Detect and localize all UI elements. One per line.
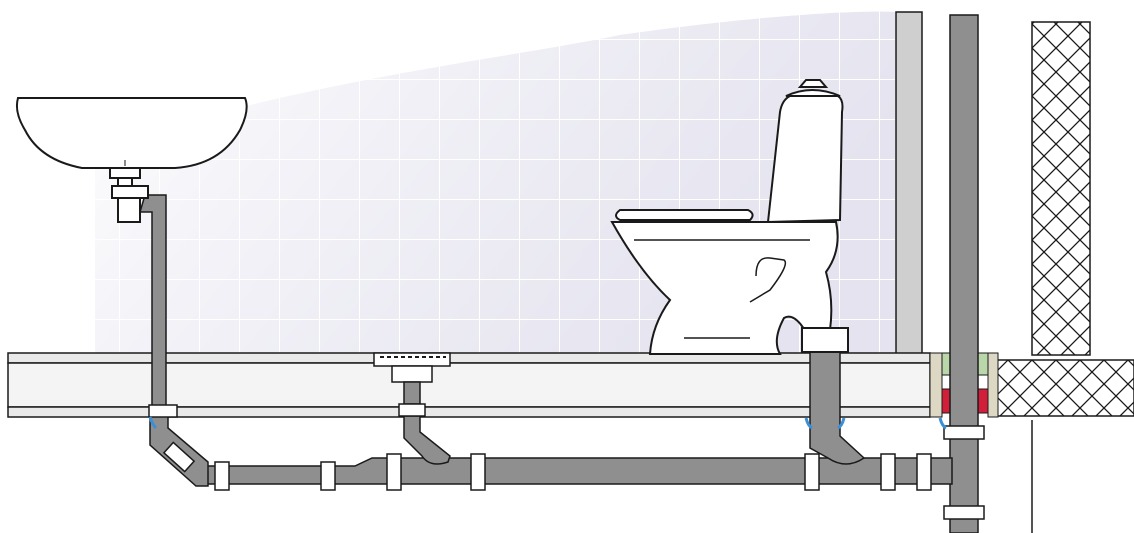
collector-pipe — [204, 453, 953, 491]
stack-floor-seal — [929, 352, 999, 418]
insulated-wall-icon — [995, 21, 1134, 533]
soil-stack — [943, 14, 985, 533]
floor-slab — [7, 352, 931, 418]
wall-panel — [895, 11, 923, 356]
stack-coupling-upper — [943, 425, 985, 440]
toilet-icon — [610, 79, 849, 355]
washbasin-drain-pipe — [138, 194, 209, 487]
stack-coupling-lower — [943, 505, 985, 520]
floor-drain-icon — [373, 352, 451, 465]
toilet-outlet-pipe — [804, 349, 947, 465]
washbasin-icon — [15, 97, 248, 223]
